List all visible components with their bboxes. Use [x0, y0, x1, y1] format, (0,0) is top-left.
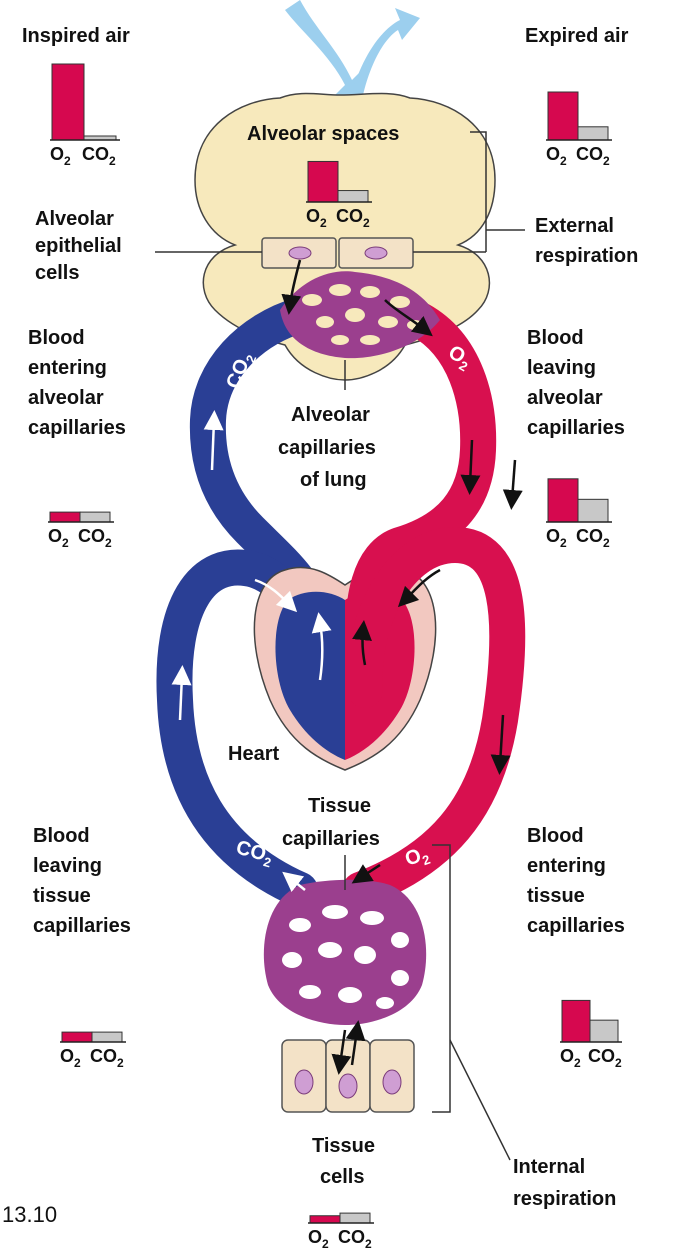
blood-leaving-tissue-label-4: capillaries [33, 915, 131, 937]
blood-entering-alveolar-label-4: capillaries [28, 417, 126, 439]
alveolar-spaces-co2-bar [338, 191, 368, 202]
tissue-cells-o2-bar [310, 1216, 340, 1223]
tissue-cells-label-1: Tissue [312, 1135, 375, 1157]
blood-entering-tissue-o2-label: O2 [560, 1046, 581, 1070]
blood-leaving-tissue-o2-label: O2 [60, 1046, 81, 1070]
tissue-capillaries-label-1: Tissue [308, 795, 371, 817]
inspired-air-label: Inspired air [22, 25, 130, 47]
blood-leaving-tissue-co2-bar [92, 1032, 122, 1042]
expired-air-bar-graph: O2 CO2 [546, 92, 612, 168]
tissue-cells-o2-label: O2 [308, 1227, 329, 1251]
blood-entering-alveolar-co2-label: CO2 [78, 526, 112, 550]
inspired-air-o2-bar [52, 64, 84, 140]
blood-leaving-alveolar-label-1: Blood [527, 327, 584, 349]
blood-entering-alveolar-co2-bar [80, 512, 110, 522]
blood-entering-alveolar-label-2: entering [28, 357, 107, 379]
heart-label: Heart [228, 743, 279, 765]
heart-right-side [275, 592, 345, 760]
inspired-air-o2-label: O2 [50, 144, 71, 168]
blood-entering-alveolar-label-1: Blood [28, 327, 85, 349]
blood-entering-tissue-co2-bar [590, 1020, 618, 1042]
external-respiration-label-1: External [535, 215, 614, 237]
blood-entering-tissue-co2-label: CO2 [588, 1046, 622, 1070]
alveolar-epithelial-label-1: Alveolar [35, 208, 114, 230]
blood-entering-alveolar-o2-bar [50, 512, 80, 522]
blood-entering-alveolar-o2-label: O2 [48, 526, 69, 550]
blood-leaving-tissue-bar-graph: O2 CO2 [60, 1032, 126, 1070]
blood-leaving-tissue-label-1: Blood [33, 825, 90, 847]
blood-entering-alveolar-bar-graph: O2 CO2 [48, 512, 114, 550]
alveolar-epithelial-label-2: epithelial [35, 235, 122, 257]
inspired-air-co2-label: CO2 [82, 144, 116, 168]
blood-leaving-tissue-co2-label: CO2 [90, 1046, 124, 1070]
alveolar-spaces-o2-bar [308, 161, 338, 202]
tissue-cells-label-2: cells [320, 1166, 364, 1188]
alveolar-capillaries-label-2: capillaries [278, 437, 376, 459]
expired-air-label: Expired air [525, 25, 629, 47]
blood-entering-tissue-o2-bar [562, 1000, 590, 1042]
expired-air-o2-label: O2 [546, 144, 567, 168]
tissue-cells-bar-graph: O2 CO2 [308, 1213, 374, 1251]
blood-leaving-alveolar-co2-label: CO2 [576, 526, 610, 550]
expired-air-co2-bar [578, 127, 608, 140]
tissue-cells-group [282, 1040, 414, 1112]
tissue-capillary-network [264, 880, 426, 1025]
blood-entering-tissue-label-1: Blood [527, 825, 584, 847]
expired-air-o2-bar [548, 92, 578, 140]
alveolar-epithelial-label-3: cells [35, 262, 79, 284]
tissue-cells-co2-label: CO2 [338, 1227, 372, 1251]
blood-leaving-alveolar-label-3: alveolar [527, 387, 603, 409]
blood-entering-tissue-bar-graph: O2 CO2 [560, 1000, 622, 1070]
blood-leaving-alveolar-o2-label: O2 [546, 526, 567, 550]
blood-entering-tissue-label-2: entering [527, 855, 606, 877]
blood-leaving-alveolar-bar-graph: O2 CO2 [546, 479, 612, 550]
tissue-cells-co2-bar [340, 1213, 370, 1223]
blood-leaving-alveolar-o2-bar [548, 479, 578, 522]
air-flow-arrows [285, 0, 420, 100]
blood-entering-tissue-label-3: tissue [527, 885, 585, 907]
expired-air-co2-label: CO2 [576, 144, 610, 168]
internal-respiration-label-1: Internal [513, 1156, 585, 1178]
blood-leaving-tissue-o2-bar [62, 1032, 92, 1042]
alveolar-spaces-label: Alveolar spaces [247, 123, 399, 145]
blood-leaving-alveolar-label-4: capillaries [527, 417, 625, 439]
alveolar-capillaries-label-3: of lung [300, 469, 367, 491]
tissue-capillaries-label-2: capillaries [282, 828, 380, 850]
blood-leaving-tissue-label-2: leaving [33, 855, 102, 877]
blood-leaving-alveolar-label-2: leaving [527, 357, 596, 379]
blood-entering-tissue-label-4: capillaries [527, 915, 625, 937]
blood-entering-alveolar-label-3: alveolar [28, 387, 104, 409]
expired-air-arrow [350, 8, 420, 100]
inspired-air-bar-graph: O2 CO2 [50, 64, 120, 168]
inspired-air-arrow [285, 0, 360, 100]
alveolar-capillaries-label-1: Alveolar [291, 404, 370, 426]
blood-leaving-alveolar-co2-bar [578, 499, 608, 522]
blood-leaving-tissue-label-3: tissue [33, 885, 91, 907]
figure-number: 13.10 [2, 1202, 57, 1227]
external-respiration-label-2: respiration [535, 245, 638, 267]
internal-respiration-label-2: respiration [513, 1188, 616, 1210]
